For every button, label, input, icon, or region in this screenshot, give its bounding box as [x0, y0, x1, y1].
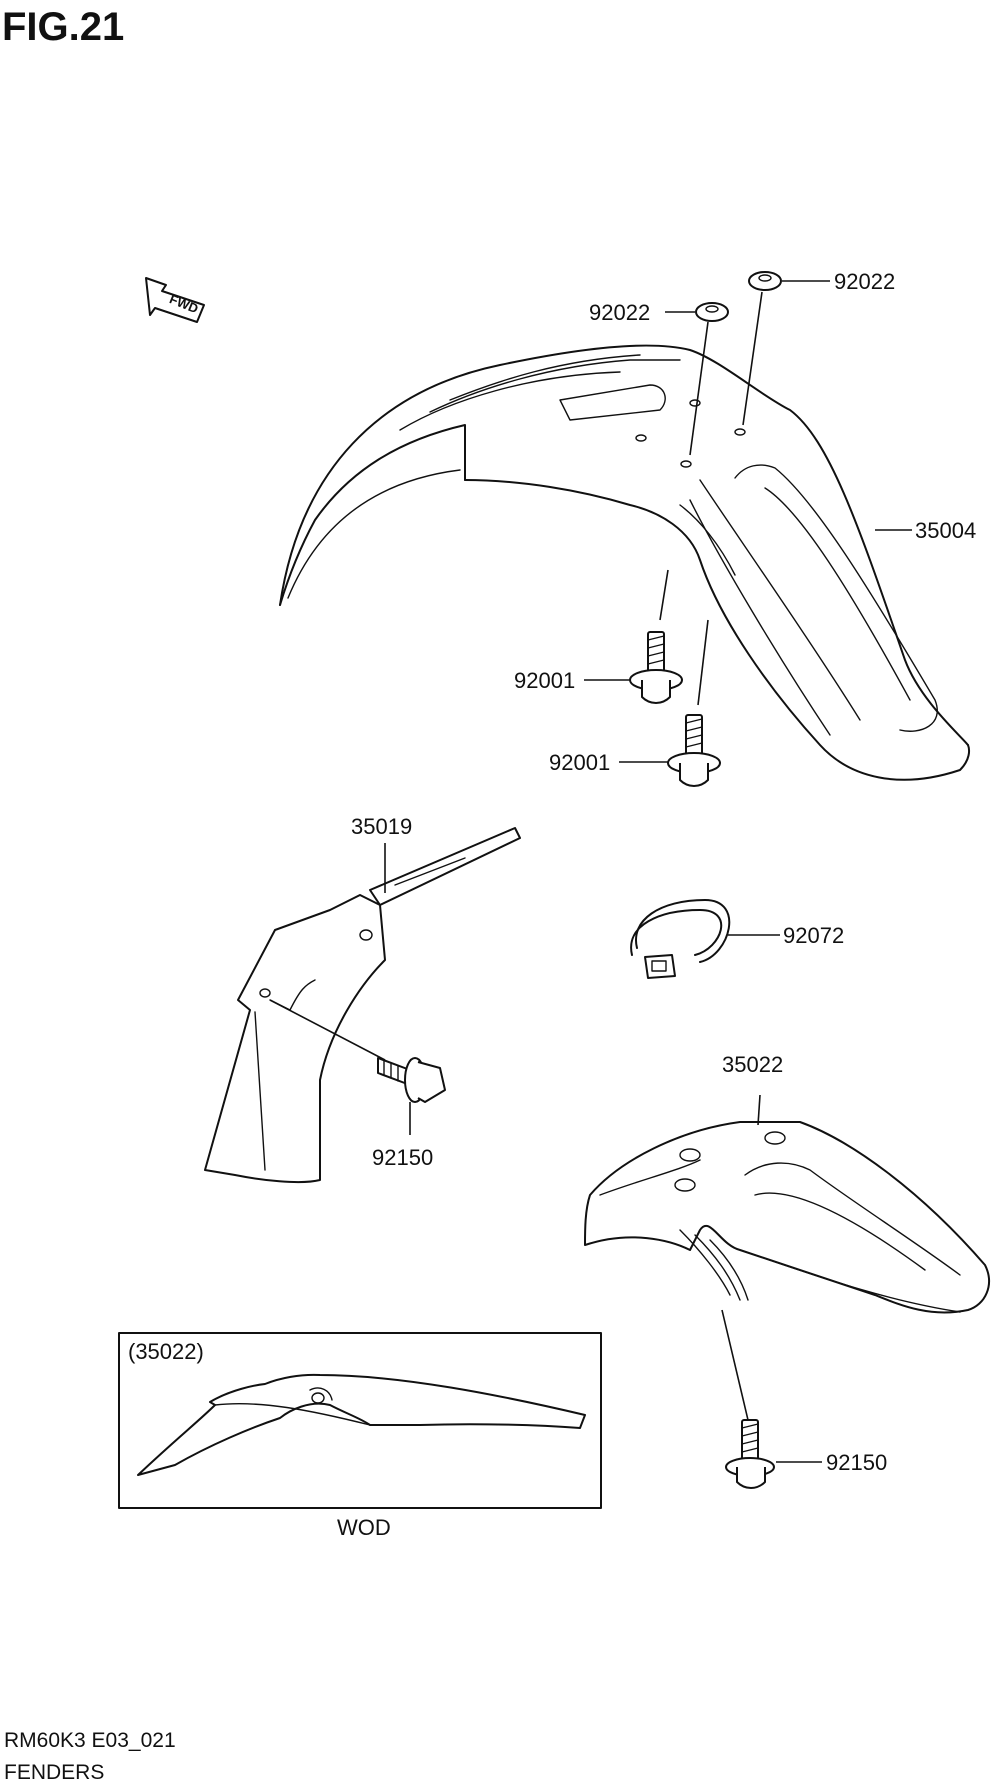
callout-92072: 92072	[783, 923, 844, 948]
footer-code: RM60K3 E03_021	[4, 1729, 176, 1752]
washer-right-drawing	[742, 271, 782, 426]
callout-92001-lower: 92001	[549, 750, 610, 775]
bracket-bolt-drawing	[269, 999, 446, 1135]
screw-upper-drawing	[629, 569, 683, 704]
clamp-band-drawing	[630, 899, 780, 979]
callout-92022-right: 92022	[834, 269, 895, 294]
callout-35022: 35022	[722, 1052, 783, 1077]
front-fender-drawing	[279, 344, 970, 781]
callout-92001-upper: 92001	[514, 668, 575, 693]
rear-fender-bracket-drawing	[204, 827, 521, 1184]
callout-35004: 35004	[915, 518, 976, 543]
forward-arrow-icon: FWD	[145, 277, 205, 323]
callout-92150-rear: 92150	[826, 1450, 887, 1475]
callout-35019: 35019	[351, 814, 412, 839]
part-callouts: 92022 92022 35004 92001 92001 35019 9207…	[128, 269, 976, 1540]
callout-92150-bracket: 92150	[372, 1145, 433, 1170]
screw-lower-drawing	[667, 619, 721, 787]
footer-section: FENDERS	[4, 1761, 104, 1784]
callout-92022-left: 92022	[589, 300, 650, 325]
inset-caption: WOD	[337, 1515, 391, 1540]
inset-box	[118, 1332, 602, 1509]
inset-ref-label: (35022)	[128, 1339, 204, 1364]
washer-left-drawing	[689, 302, 729, 456]
rear-fender-bolt-drawing	[721, 1309, 822, 1489]
rear-fender-drawing	[584, 1094, 990, 1314]
figure-title: FIG.21	[2, 5, 124, 49]
